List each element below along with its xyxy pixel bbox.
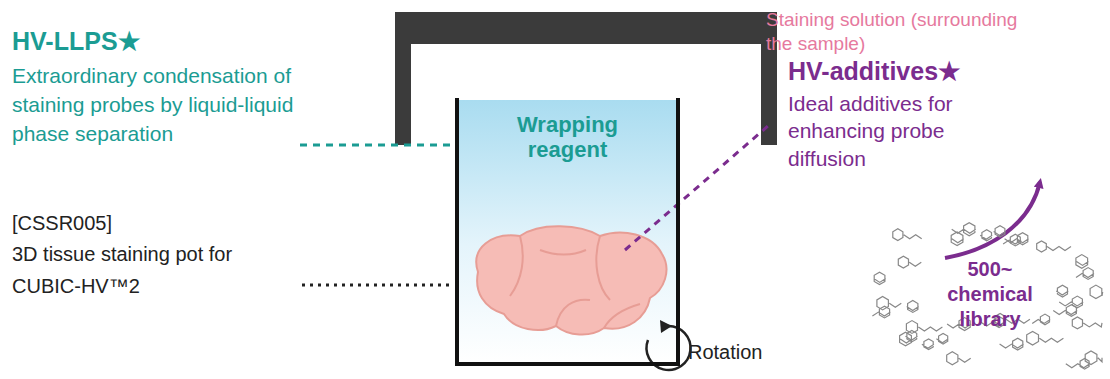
leader-line (302, 284, 453, 287)
molecule-stroke (1085, 351, 1102, 365)
molecule-stroke (900, 332, 913, 346)
molecule-stroke (1000, 338, 1024, 350)
molecule-stroke (1027, 331, 1064, 345)
molecule-stroke (952, 223, 976, 236)
molecule-stroke (1090, 285, 1103, 299)
brain-sample (476, 226, 666, 334)
molecule-stroke (1072, 317, 1102, 329)
molecule-stroke (872, 306, 890, 318)
annotation-text: Extraordinary condensation of staining p… (12, 62, 342, 149)
leader-line (625, 126, 768, 250)
library-arrow (945, 182, 1040, 258)
molecule-stroke (1059, 296, 1083, 308)
molecule-stroke (1076, 268, 1094, 280)
molecule-stroke (906, 321, 942, 334)
molecule-stroke (1066, 359, 1090, 370)
molecule-stroke (1037, 241, 1071, 252)
leader-line (300, 144, 453, 147)
molecule-stroke (951, 232, 964, 246)
molecule-stroke (874, 272, 886, 284)
molecule-stroke (947, 352, 971, 365)
molecule-stroke (922, 339, 934, 350)
molecule-stroke (980, 230, 992, 241)
molecule-stroke (1032, 314, 1050, 325)
annotation-text: Staining solution (surrounding the sampl… (766, 8, 1046, 56)
molecule-stroke (1056, 285, 1068, 297)
molecule-stroke (994, 226, 1006, 237)
annotation-text: HV-additives★ (788, 56, 1088, 86)
annotation-text: Rotation (688, 340, 798, 364)
chemical-structures (872, 223, 1102, 369)
annotation-text: [CSSR005] (12, 210, 272, 236)
molecule-stroke (1003, 234, 1021, 246)
annotation-text: HV-LLPS★ (12, 26, 272, 56)
molecule-stroke (907, 301, 919, 313)
annotation-text: 500~ chemical library (925, 257, 1055, 332)
molecule-stroke (936, 333, 948, 344)
rotation-arrowhead (660, 320, 672, 333)
molecule-stroke (1076, 255, 1089, 269)
molecule-stroke (898, 256, 921, 268)
annotation-text: 3D tissue staining pot for CUBIC-HV™2 (12, 238, 292, 302)
container-label: Wrapping reagent (483, 112, 652, 163)
annotation-text: Ideal additives for enhancing probe diff… (788, 90, 978, 172)
staining-container: Wrapping reagent (455, 98, 680, 366)
molecule-stroke (893, 229, 922, 241)
